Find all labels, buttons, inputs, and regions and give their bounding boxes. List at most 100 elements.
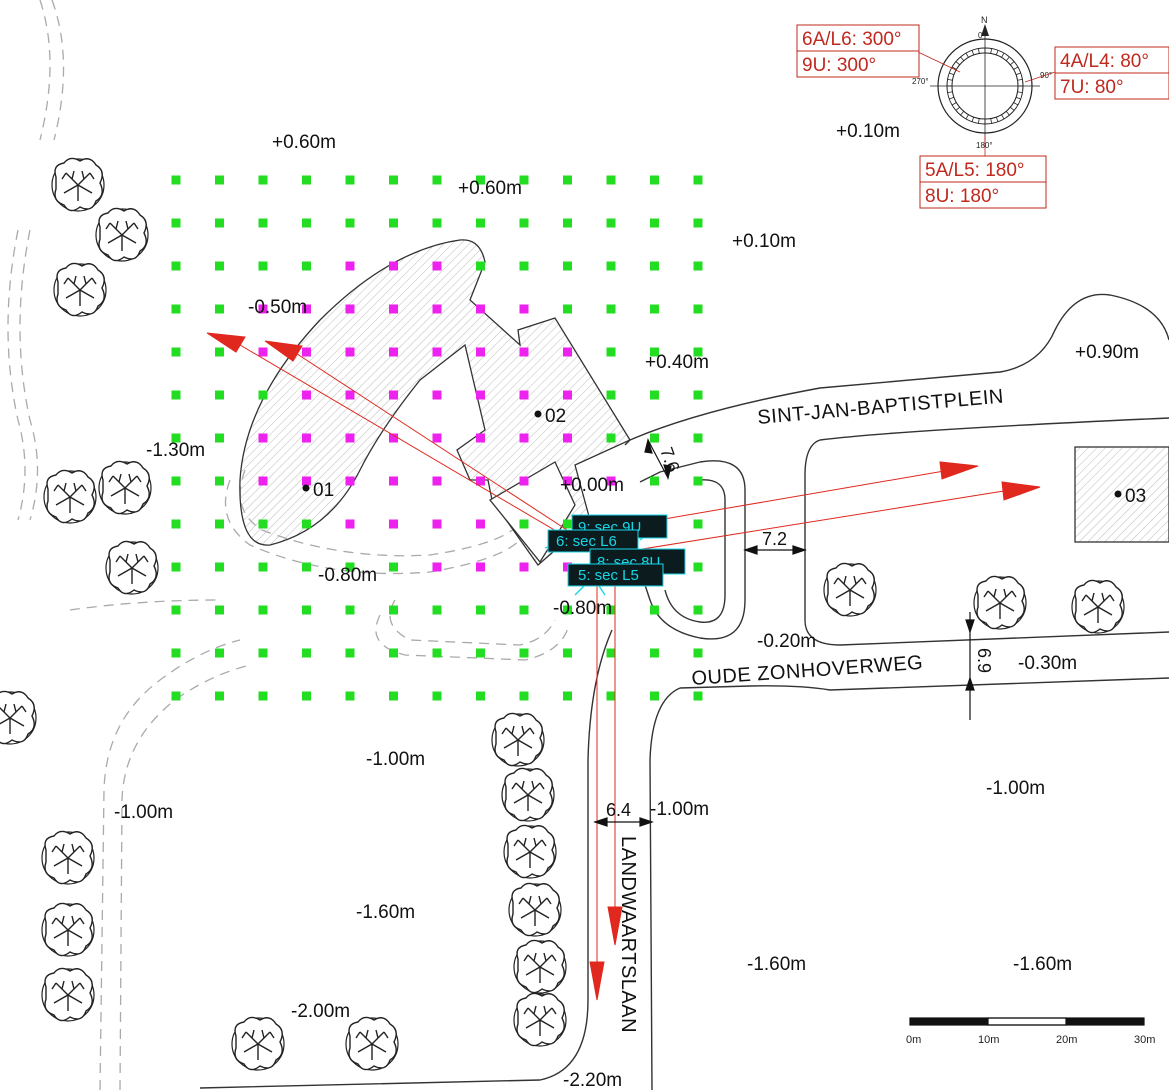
grid-point-inside (432, 304, 442, 314)
grid-point (171, 562, 181, 572)
grid-point (215, 476, 224, 486)
grid-point-inside (389, 433, 398, 443)
grid-point (302, 648, 311, 658)
scale-label: 0m (906, 1034, 921, 1046)
grid-point (258, 175, 268, 185)
grid-point (650, 648, 659, 658)
view-arrow-7u-head (1001, 481, 1041, 501)
view-arrows (206, 332, 1041, 1001)
elevation-label: -1.00m (366, 749, 425, 770)
elevation-label: +0.60m (272, 132, 336, 153)
grid-point-inside (519, 304, 529, 314)
grid-point (389, 691, 398, 701)
section-tag-5[interactable]: 5: sec L5 (567, 563, 664, 587)
view-arrow-l4-head (939, 461, 979, 480)
grid-point (519, 519, 529, 529)
grid-point (171, 390, 181, 400)
elevation-label: +0.90m (1075, 342, 1139, 363)
grid-point (389, 562, 398, 572)
grid-point (215, 519, 224, 529)
grid-point-inside (345, 347, 355, 357)
grid-point-inside (345, 519, 355, 529)
grid-point (302, 218, 311, 228)
svg-text:180°: 180° (976, 141, 993, 150)
elevation-label: -1.00m (650, 799, 709, 820)
grid-point (345, 691, 355, 701)
grid-point (345, 562, 355, 572)
elevation-labels: +0.60m +0.60m +0.10m +0.10m -0.50m +0.40… (114, 121, 1139, 1090)
elevation-label: -1.60m (356, 902, 415, 923)
grid-point-inside (389, 304, 398, 314)
grid-point-inside (389, 390, 398, 400)
grid-point-inside (476, 390, 485, 400)
section-tag-6[interactable]: 6: sec L6 (547, 529, 639, 553)
view-arrow-l6-head (206, 332, 246, 353)
grid-point (215, 218, 224, 228)
grid-point (606, 648, 616, 658)
grid-point (215, 261, 224, 271)
dimension-label: 6.4 (606, 800, 631, 820)
dashed-footpaths (7, 0, 569, 1090)
grid-point (215, 390, 224, 400)
grid-point (389, 648, 398, 658)
elevation-label: -1.60m (1013, 954, 1072, 975)
grid-point (650, 347, 659, 357)
grid-point (606, 605, 616, 615)
elevation-label: -1.00m (114, 802, 173, 823)
grid-point-inside (258, 347, 268, 357)
grid-point (432, 691, 442, 701)
scale-bar: 0m 10m 20m 30m (906, 1017, 1155, 1046)
grid-point (650, 605, 659, 615)
grid-point-inside (345, 304, 355, 314)
grid-point (693, 605, 703, 615)
grid-point (693, 390, 703, 400)
view-arrow-7u (604, 489, 1011, 556)
grid-point-inside (476, 304, 485, 314)
grid-point (476, 691, 485, 701)
grid-point (519, 261, 529, 271)
scale-label: 20m (1056, 1034, 1077, 1046)
elevation-label: +0.00m (560, 475, 624, 496)
grid-point (258, 562, 268, 572)
grid-point (171, 519, 181, 529)
svg-text:6: sec L6: 6: sec L6 (556, 533, 617, 550)
grid-point (476, 648, 485, 658)
grid-point-inside (432, 347, 442, 357)
grid-point (476, 605, 485, 615)
grid-point (563, 304, 572, 314)
orientation-south-line-2: 8U: 180° (925, 186, 999, 207)
grid-point (476, 218, 485, 228)
grid-point (693, 648, 703, 658)
grid-point (606, 433, 616, 443)
grid-point-inside (432, 261, 442, 271)
grid-point (519, 648, 529, 658)
grid-point (345, 605, 355, 615)
grid-point (171, 347, 181, 357)
grid-point (563, 218, 572, 228)
grid-point (432, 648, 442, 658)
orientation-west-line-2: 9U: 300° (802, 55, 876, 76)
elevation-label: -0.80m (553, 598, 612, 619)
elevation-label: -0.30m (1018, 653, 1077, 674)
grid-point-inside (302, 476, 311, 486)
grid-point-inside (563, 390, 572, 400)
elevation-label: -1.60m (747, 954, 806, 975)
grid-point (693, 476, 703, 486)
grid-point (432, 175, 442, 185)
grid-point (476, 261, 485, 271)
grid-point (650, 390, 659, 400)
grid-point-inside (389, 476, 398, 486)
grid-point (563, 605, 572, 615)
grid-point (432, 218, 442, 228)
elevation-label: -0.50m (248, 297, 307, 318)
grid-point (563, 648, 572, 658)
grid-point (171, 304, 181, 314)
grid-point (345, 175, 355, 185)
grid-point (215, 175, 224, 185)
grid-point (693, 347, 703, 357)
grid-point (258, 261, 268, 271)
street-name-oude-zonhoverweg: OUDE ZONHOVERWEG (691, 652, 924, 690)
grid-point (606, 304, 616, 314)
grid-point-inside (519, 476, 529, 486)
